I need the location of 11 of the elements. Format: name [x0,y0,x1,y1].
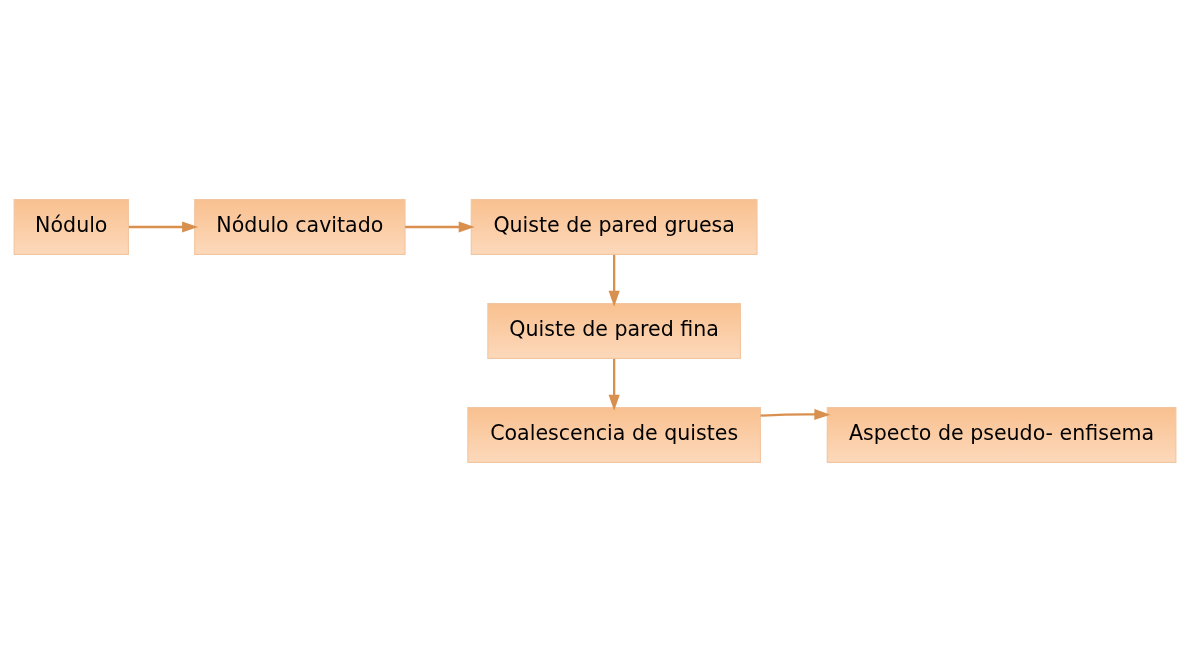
arrow [760,408,831,421]
node-box: Nódulo [13,199,129,255]
arrow [405,221,475,233]
arrow [608,254,620,307]
node-box: Aspecto de pseudo- enfisema [826,407,1177,463]
node-box: Quiste de pared gruesa [470,199,758,255]
arrow [128,221,199,233]
node-box: Coalescencia de quistes [467,407,761,463]
arrow [608,358,620,411]
node-box: Quiste de pared fina [487,303,741,359]
node-box: Nódulo cavitado [194,199,406,255]
